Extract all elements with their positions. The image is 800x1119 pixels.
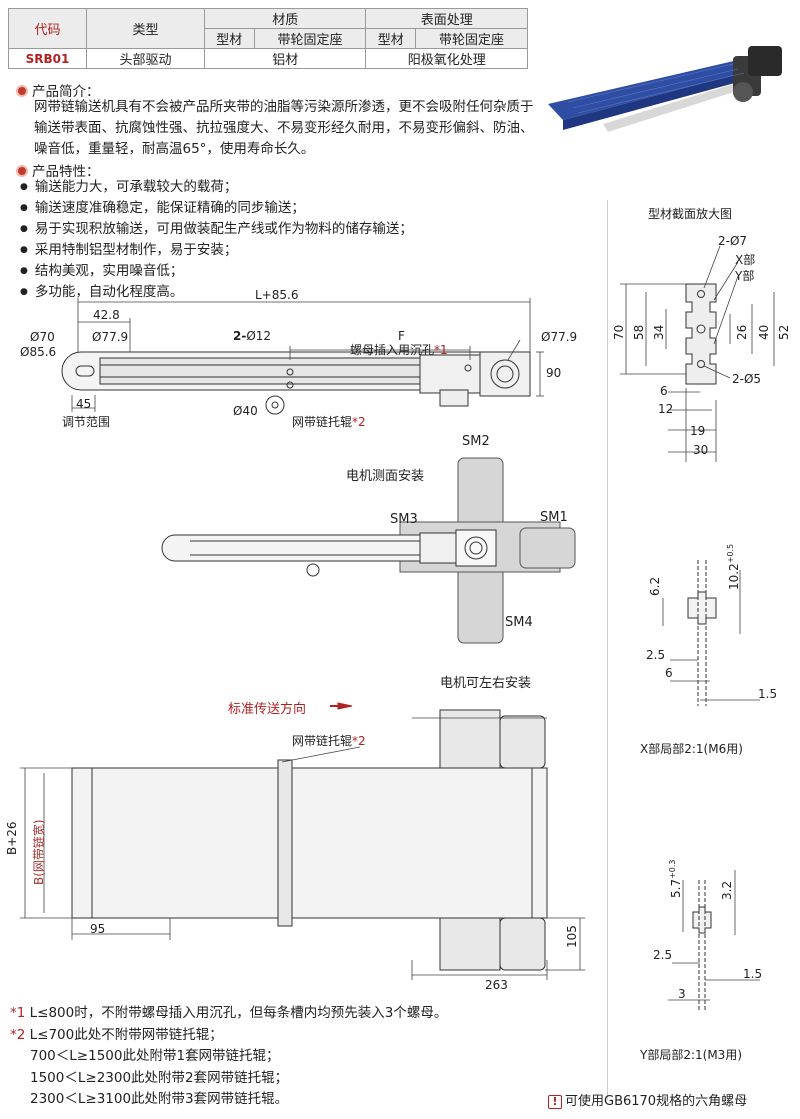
- label-nut-hole: 螺母插入用沉孔*1: [350, 343, 448, 357]
- section-marker-icon: [16, 165, 28, 177]
- dim-2-5-x: 2.5: [646, 648, 666, 662]
- header-material: 材质: [203, 8, 367, 29]
- top-view-conveyor: [71, 709, 548, 971]
- dim-95: 95: [90, 922, 106, 936]
- x-detail-caption: X部局部2:1(M6用): [640, 742, 743, 756]
- dim-d85-6: Ø85.6: [20, 345, 57, 359]
- dim-d77-9-left: Ø77.9: [92, 330, 129, 344]
- dim-hole: 2-Ø12: [233, 329, 272, 343]
- label-idler-top: 网带链托辊*2: [292, 734, 366, 748]
- dim-58: 58: [632, 324, 646, 340]
- dim-5-7: 5.7+0.3: [668, 859, 683, 898]
- dim-B26: B+26: [5, 821, 19, 855]
- spec-table: 代码 类型 材质 表面处理 型材 带轮固定座 型材 带轮固定座 SRB01 头部…: [8, 8, 528, 69]
- dim-length: L+85.6: [255, 288, 299, 302]
- dim-2-d5: 2-Ø5: [732, 372, 762, 386]
- dim-70: 70: [612, 324, 626, 340]
- dim-34: 34: [652, 324, 666, 340]
- dim-2-5-y: 2.5: [653, 948, 673, 962]
- features-list: 输送能力大，可承载较大的载荷； 输送速度准确稳定，能保证精确的同步输送； 易于实…: [20, 177, 413, 303]
- dim-263: 263: [485, 978, 508, 992]
- side-view-conveyor: [61, 351, 531, 415]
- dim-d40: Ø40: [233, 404, 258, 418]
- dim-d70: Ø70: [30, 330, 55, 344]
- note-4: 1500＜L≥2300此处附带2套网带链托辊；: [30, 1069, 289, 1086]
- motor-mount-view: [161, 457, 576, 644]
- label-sm4: SM4: [505, 615, 533, 630]
- dim-3-2: 3.2: [720, 880, 734, 900]
- dim-1-5-y: 1.5: [743, 967, 763, 981]
- feature-item: 输送能力大，可承载较大的载荷；: [20, 177, 413, 198]
- product-code: SRB01: [8, 48, 87, 69]
- dim-40: 40: [757, 324, 771, 340]
- y-detail-caption: Y部局部2:1(M3用): [640, 1048, 742, 1062]
- dim-90: 90: [546, 366, 562, 380]
- dim-B-width: B(网带链宽): [32, 819, 46, 885]
- label-sm2: SM2: [462, 434, 490, 449]
- sub-profile: 型材: [204, 28, 255, 49]
- note-1: *1 L≤800时，不附带螺母插入用沉孔，但每条槽内均预先装入3个螺母。: [10, 1005, 448, 1021]
- dim-30: 30: [693, 443, 709, 457]
- dim-52: 52: [777, 324, 791, 340]
- section-title: 型材截面放大图: [648, 207, 733, 221]
- dim-19: 19: [690, 424, 706, 438]
- dim-6-x: 6: [665, 666, 673, 680]
- dim-6-2: 6.2: [648, 576, 662, 596]
- product-photo: [548, 46, 782, 132]
- feature-item: 多功能，自动化程度高。: [20, 282, 413, 303]
- product-type: 头部驱动: [86, 48, 205, 69]
- note-3: 700＜L≥1500此处附带1套网带链托辊；: [30, 1048, 280, 1064]
- label-adjust-range: 调节范围: [62, 415, 111, 429]
- dim-45: 45: [76, 397, 92, 411]
- intro-title: 产品简介：: [16, 80, 100, 100]
- feature-item: 结构美观，实用噪音低；: [20, 261, 413, 282]
- profile-section: [685, 283, 717, 385]
- note-5: 2300＜L≥3100此处附带3套网带链托辊。: [30, 1091, 289, 1107]
- header-surface: 表面处理: [365, 8, 528, 29]
- dim-2-d7: 2-Ø7: [718, 234, 748, 248]
- product-surface: 阳极氧化处理: [365, 48, 528, 69]
- dim-12: 12: [658, 402, 674, 416]
- label-sm1: SM1: [540, 510, 568, 525]
- tip: !可使用GB6170规格的六角螺母: [548, 1090, 747, 1109]
- header-type: 类型: [86, 8, 205, 49]
- product-material: 铝材: [203, 48, 367, 69]
- column-divider: [607, 200, 608, 1100]
- label-sm3: SM3: [390, 512, 418, 527]
- dim-d77-9-right: Ø77.9: [541, 330, 578, 344]
- x-detail: [687, 560, 717, 706]
- feature-item: 输送速度准确稳定，能保证精确的同步输送；: [20, 198, 413, 219]
- label-x-part: X部: [735, 253, 756, 267]
- warning-icon: !: [548, 1095, 562, 1109]
- y-detail: [692, 880, 712, 1010]
- sub-profile-2: 型材: [365, 28, 417, 49]
- dim-42-8: 42.8: [93, 308, 120, 322]
- dim-F: F: [398, 329, 405, 343]
- dim-10-2: 10.2+0.5: [726, 543, 741, 590]
- intro-text: 网带链输送机具有不会被产品所夹带的油脂等污染源所渗透，更不会吸附任何杂质于输送带…: [34, 99, 534, 157]
- label-direction: 标准传送方向: [228, 702, 307, 717]
- note-2: *2 L≤700此处不附带网带链托辊；: [10, 1026, 223, 1043]
- features-title: 产品特性：: [16, 160, 100, 180]
- feature-item: 易于实现积放输送，可用做装配生产线或作为物料的储存输送；: [20, 219, 413, 240]
- sub-seat: 带轮固定座: [253, 28, 367, 49]
- dim-105: 105: [565, 925, 579, 948]
- feature-item: 采用特制铝型材制作，易于安装；: [20, 240, 413, 261]
- label-idler: 网带链托辊*2: [292, 415, 366, 429]
- dim-6: 6: [660, 384, 668, 398]
- label-lr-mount: 电机可左右安装: [440, 676, 532, 691]
- notes: *1 L≤800时，不附带螺母插入用沉孔，但每条槽内均预先装入3个螺母。 *2 …: [10, 1003, 447, 1111]
- label-side-mount: 电机测面安装: [346, 469, 425, 484]
- dim-1-5-x: 1.5: [758, 687, 778, 701]
- section-marker-icon: [16, 85, 28, 97]
- dim-3-y: 3: [678, 987, 686, 1001]
- label-y-part: Y部: [735, 269, 755, 283]
- dim-26: 26: [735, 324, 749, 340]
- header-code: 代码: [8, 8, 87, 49]
